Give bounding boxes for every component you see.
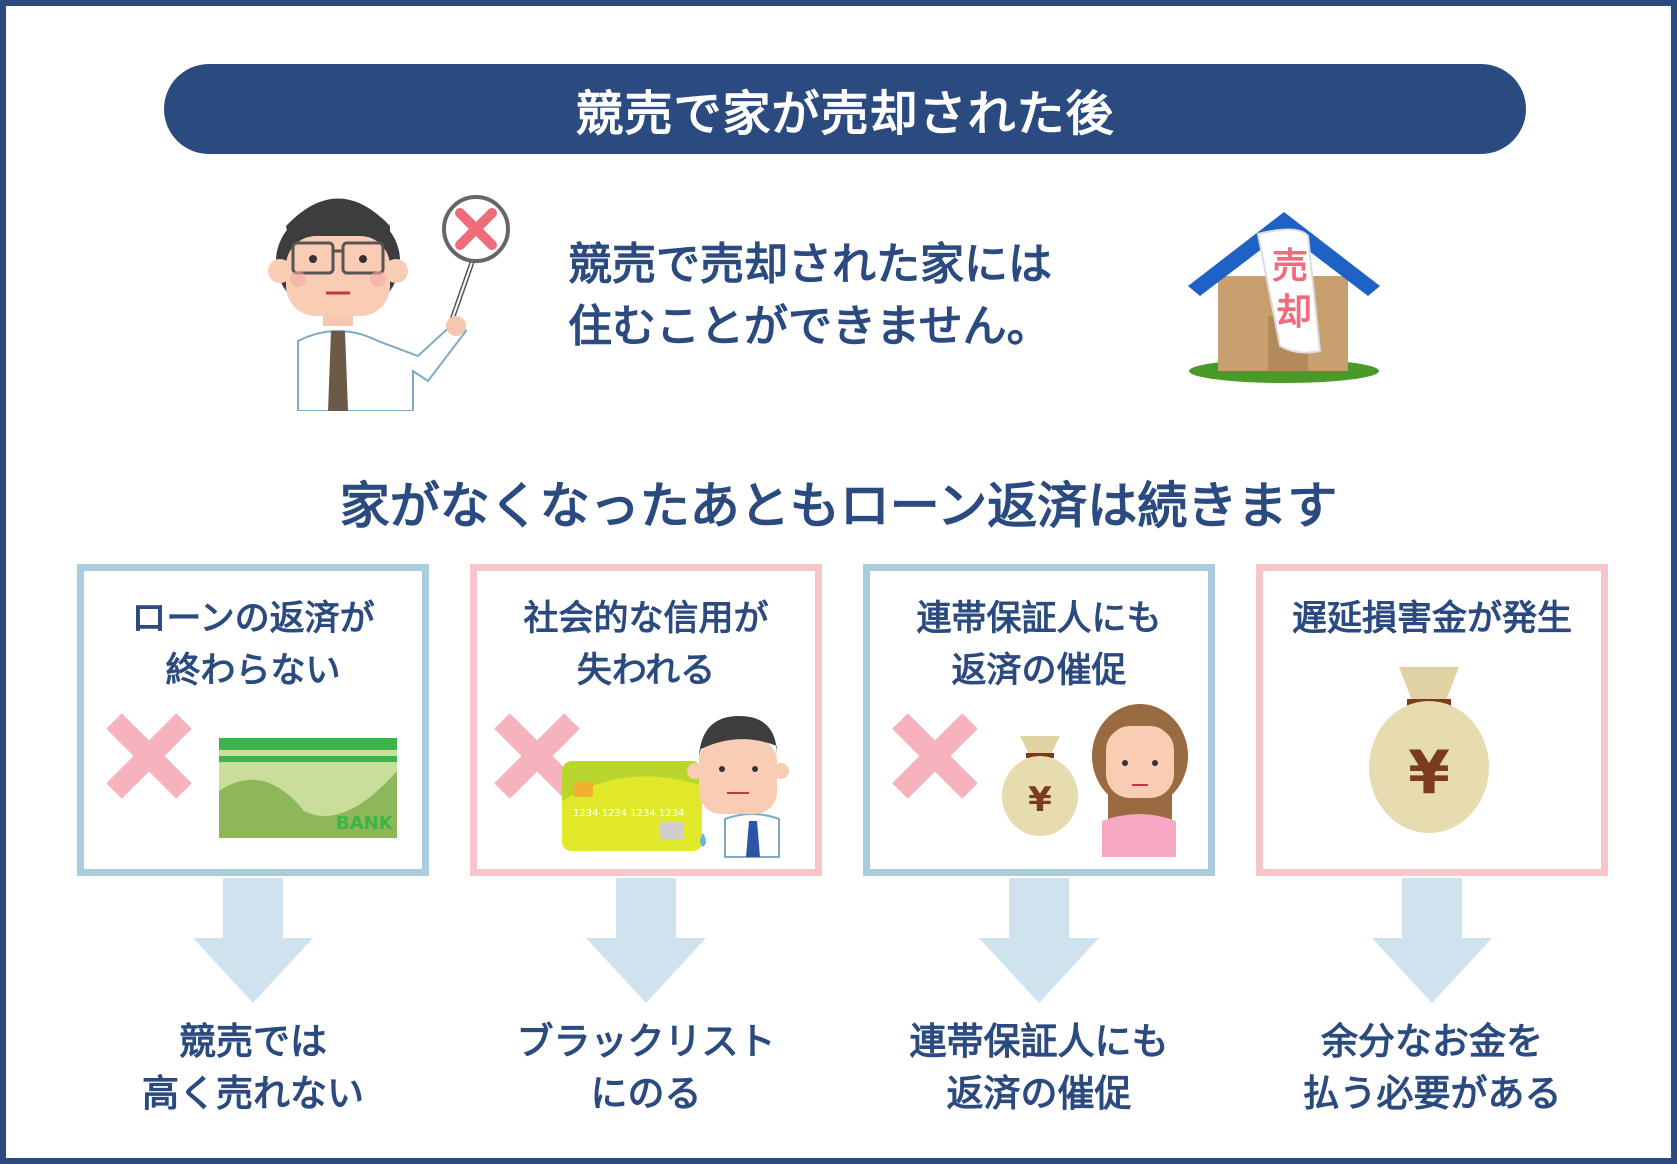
card-guarantor: 連帯保証人にも 返済の催促 ¥ [863, 564, 1215, 876]
card-art: ¥ [892, 704, 1188, 857]
card-title-line-1: ローンの返済が [131, 599, 375, 639]
result-line-2: 高く売れない [142, 1072, 364, 1115]
card-title-line-2: 終わらない [165, 651, 341, 691]
cross-icon [106, 713, 192, 799]
down-arrow-icon [1372, 878, 1492, 1003]
man-no-sign-icon [268, 195, 510, 411]
card-title-line-1: 社会的な信用が [523, 599, 769, 639]
result-text: ブラックリスト にのる [470, 1016, 822, 1120]
house-tag-sold-1: 売 [1272, 246, 1308, 287]
card-title-line-2: 返済の催促 [951, 651, 1127, 691]
down-arrow-icon [586, 878, 706, 1003]
house-tag-sold-2: 却 [1276, 292, 1312, 333]
woman-icon [1092, 704, 1188, 857]
money-bag-icon: ¥ [1369, 667, 1489, 833]
page-title: 競売で家が売却された後 [164, 64, 1526, 154]
result-line-1: 余分なお金を [1321, 1020, 1543, 1063]
yen-label: ¥ [1408, 738, 1450, 808]
result-line-1: ブラックリスト [516, 1020, 776, 1063]
yen-label: ¥ [1028, 780, 1052, 820]
down-arrow-icon [193, 878, 313, 1003]
credit-card-icon: 1234 1234 1234 1234 [562, 761, 702, 851]
result-text: 連帯保証人にも 返済の催促 [863, 1016, 1215, 1120]
card-title: ローンの返済が 終わらない [84, 593, 422, 697]
worried-man-icon [687, 716, 789, 858]
intro-line-1: 競売で売却された家には [568, 239, 1052, 290]
card-number: 1234 1234 1234 1234 [573, 808, 684, 819]
card-title-line-1: 遅延損害金が発生 [1291, 599, 1572, 639]
card-loan: ローンの返済が 終わらない BANK [77, 564, 429, 876]
intro-text: 競売で売却された家には 住むことができません。 [568, 234, 1052, 358]
subtitle: 家がなくなったあともローン返済は続きます [339, 477, 1338, 535]
card-title: 遅延損害金が発生 [1263, 593, 1601, 645]
card-title: 連帯保証人にも 返済の催促 [870, 593, 1208, 697]
card-title: 社会的な信用が 失われる [477, 593, 815, 697]
result-text: 余分なお金を 払う必要がある [1256, 1016, 1608, 1120]
card-title-line-2: 失われる [576, 651, 716, 691]
result-line-1: 連帯保証人にも [909, 1020, 1169, 1063]
intro-line-2: 住むことができません。 [568, 301, 1051, 352]
cross-icon [494, 713, 580, 799]
down-arrow-icon [979, 878, 1099, 1003]
card-credit: 社会的な信用が 失われる 1234 1234 1234 1234 [470, 564, 822, 876]
result-line-1: 競売では [179, 1020, 327, 1063]
cross-icon [892, 713, 978, 799]
bank-passbook-icon: BANK [219, 738, 397, 838]
card-art: 1234 1234 1234 1234 [494, 713, 789, 858]
result-line-2: 返済の催促 [946, 1072, 1132, 1115]
result-line-2: 払う必要がある [1302, 1072, 1562, 1115]
result-text: 競売では 高く売れない [77, 1016, 429, 1120]
money-bag-icon: ¥ [1002, 736, 1078, 836]
card-art: BANK [106, 713, 397, 838]
result-line-2: にのる [590, 1072, 702, 1115]
card-art: ¥ [1369, 667, 1489, 833]
bank-label: BANK [336, 813, 394, 834]
card-title-line-1: 連帯保証人にも [916, 599, 1162, 639]
card-late-fee: 遅延損害金が発生 ¥ [1256, 564, 1608, 876]
sold-house-icon: 売 却 [1188, 212, 1380, 383]
